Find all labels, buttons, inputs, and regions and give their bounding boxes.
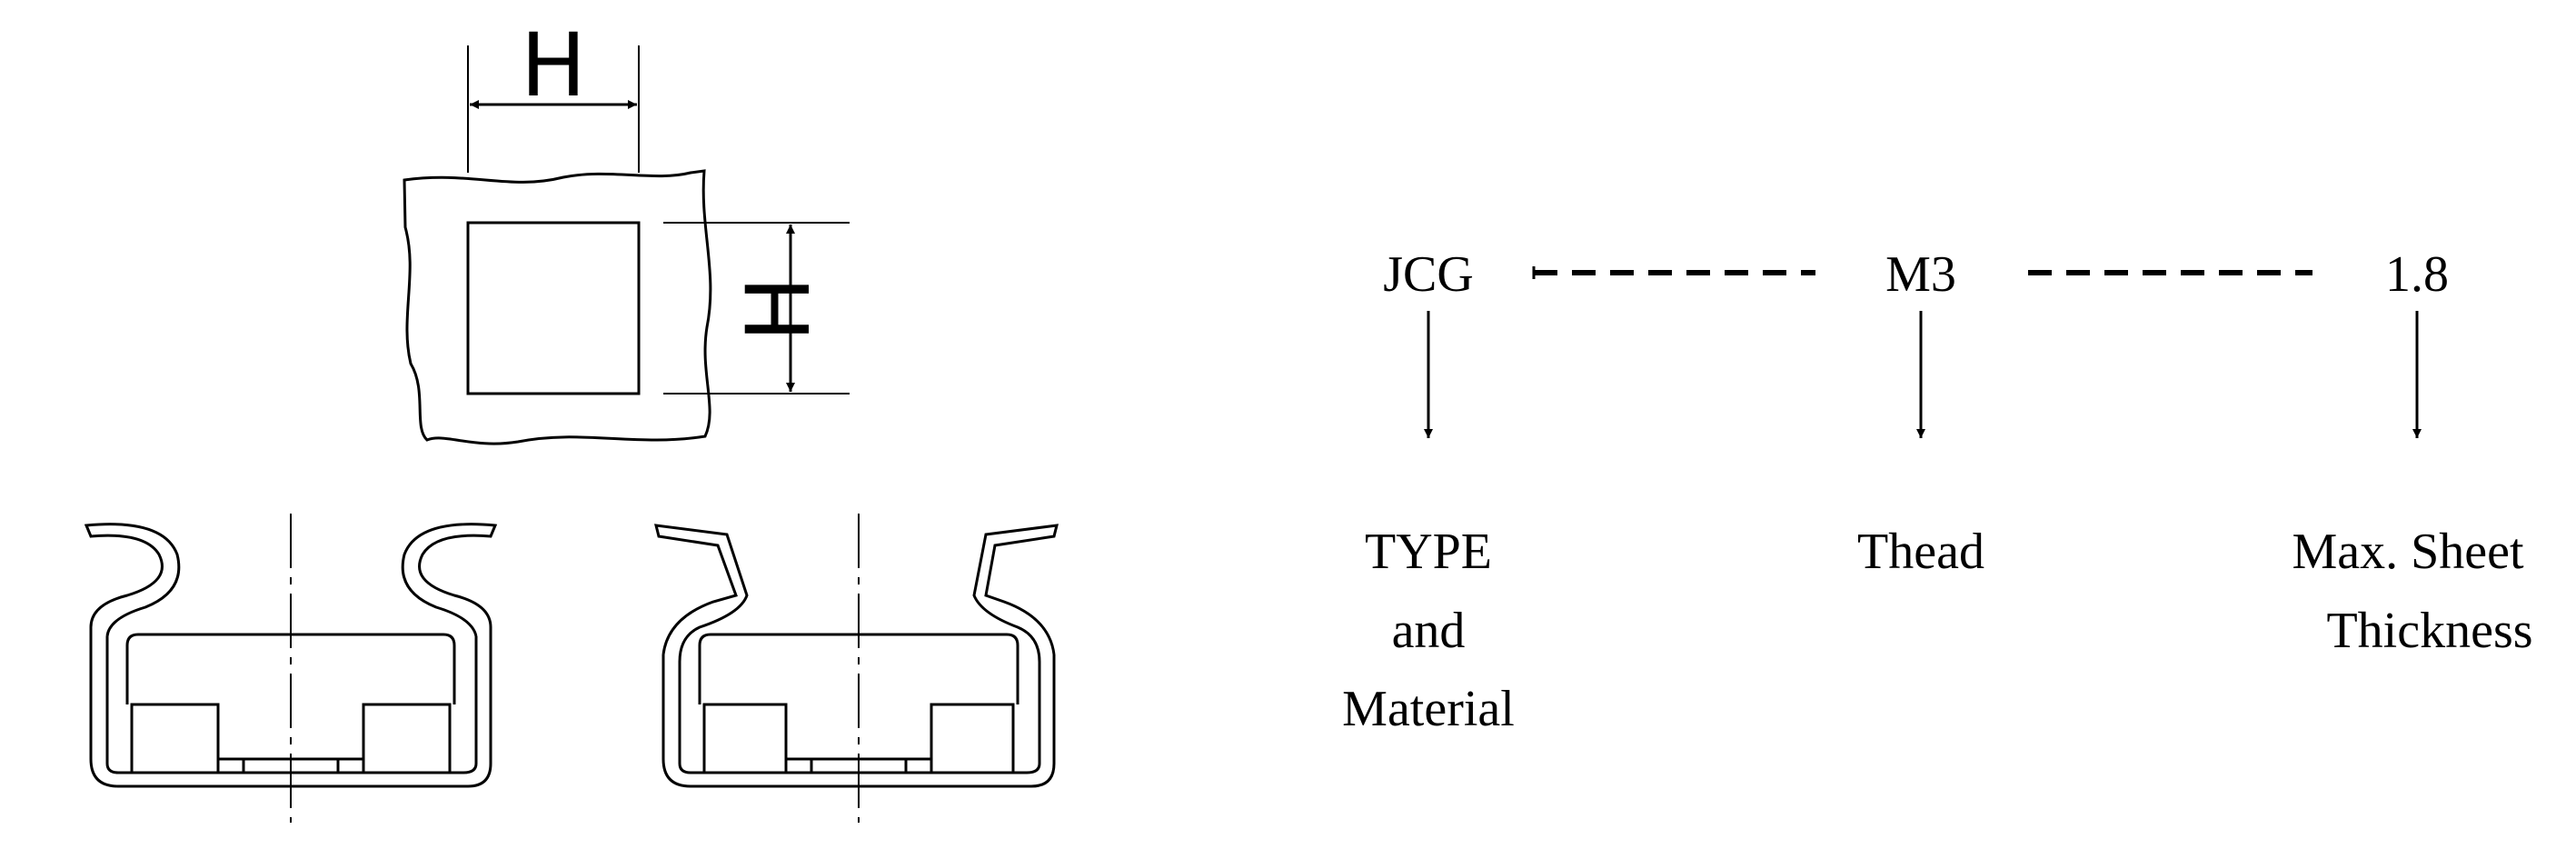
ordering-code: JCG M3 1.8 TYPE and Material Thead Max. … — [1342, 246, 2532, 737]
description-thread: Thead — [1857, 524, 1984, 580]
description-thickness-line-1: Max. Sheet — [2292, 524, 2524, 580]
clip-nut-view-right — [654, 514, 1059, 823]
description-type-line-3: Material — [1342, 681, 1515, 737]
code-segment-type: JCG — [1383, 246, 1474, 303]
width-dimension-label: H — [521, 15, 586, 116]
code-segment-thread: M3 — [1885, 246, 1956, 303]
description-type-line-1: TYPE — [1365, 524, 1492, 580]
description-thickness-line-2: Thickness — [2326, 603, 2532, 659]
description-type-line-2: and — [1392, 603, 1466, 659]
code-segment-thickness: 1.8 — [2385, 246, 2449, 303]
square-cutout — [466, 221, 641, 395]
height-dimension-label: H — [728, 276, 830, 342]
clip-nut-view-left — [84, 514, 498, 823]
panel-outline — [403, 169, 712, 445]
panel-cutout-drawing — [403, 45, 850, 445]
